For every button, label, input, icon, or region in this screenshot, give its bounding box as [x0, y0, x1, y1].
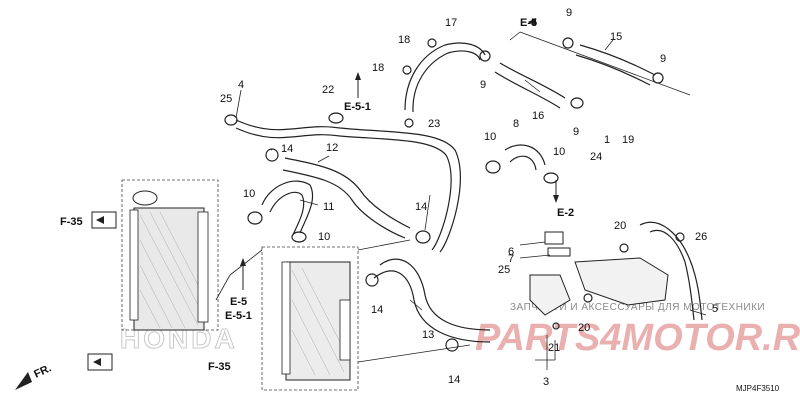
part-number[interactable]: 16 [532, 110, 544, 122]
part-number[interactable]: 10 [318, 231, 330, 243]
f35-low-box [87, 353, 113, 371]
part-number[interactable]: 21 [548, 342, 560, 354]
part-number[interactable]: 14 [415, 201, 427, 213]
part-number[interactable]: 20 [578, 322, 590, 334]
part-number[interactable]: 9 [573, 126, 579, 138]
ref-e51-low[interactable]: E-5-1 [225, 310, 252, 322]
part-number[interactable]: 17 [445, 17, 457, 29]
part-number[interactable]: 23 [428, 118, 440, 130]
ref-e5-low[interactable]: E-5 [230, 296, 247, 308]
reference-arrows [15, 18, 559, 390]
part-number[interactable]: 13 [422, 329, 434, 341]
part-number[interactable]: 22 [322, 84, 334, 96]
part-number[interactable]: 9 [660, 53, 666, 65]
part-number[interactable]: 10 [484, 131, 496, 143]
watermark-brand: PARTS4MOTOR.RU [475, 317, 800, 359]
part-number[interactable]: 3 [543, 376, 549, 388]
part-number[interactable]: 14 [371, 304, 383, 316]
part-number[interactable]: 10 [553, 146, 565, 158]
part-number[interactable]: 24 [590, 151, 602, 163]
part-number[interactable]: 6 [508, 246, 514, 258]
thermostat-housing [529, 231, 669, 316]
part-number[interactable]: 25 [498, 264, 510, 276]
hose-set [235, 42, 703, 343]
part-number[interactable]: 11 [323, 201, 334, 213]
lower-radiator [261, 246, 359, 391]
diagram-code: MJP4F3510 [736, 384, 780, 393]
front-direction-label: FR. [32, 362, 53, 380]
ref-f35-top[interactable]: F-35 [60, 216, 83, 228]
part-number[interactable]: 18 [398, 34, 410, 46]
ref-e2[interactable]: E-2 [557, 207, 574, 219]
part-number-labels: 1 3 4 5 6 7 8 9 9 9 9 10 10 10 10 11 12 … [220, 7, 718, 388]
part-number[interactable]: 7 [508, 253, 514, 265]
part-number[interactable]: 20 [614, 220, 626, 232]
part-number[interactable]: 12 [326, 142, 338, 154]
leader-lines [215, 31, 707, 370]
part-number[interactable]: 15 [610, 31, 622, 43]
ref-e51-mid[interactable]: E-5-1 [344, 101, 371, 113]
part-number[interactable]: 10 [243, 188, 255, 200]
part-number[interactable]: 1 [604, 134, 610, 146]
part-number[interactable]: 5 [712, 303, 718, 315]
part-number[interactable]: 9 [480, 79, 486, 91]
part-number[interactable]: 26 [695, 231, 707, 243]
watermark-subtitle: ЗАПЧАСТИ И АКСЕССУАРЫ ДЛЯ МОТОТЕХНИКИ [510, 302, 765, 313]
part-number[interactable]: 14 [281, 143, 293, 155]
part-number[interactable]: 19 [622, 134, 634, 146]
part-number[interactable]: 9 [566, 7, 572, 19]
part-number[interactable]: 18 [372, 62, 384, 74]
part-number[interactable]: 8 [513, 118, 519, 130]
part-number[interactable]: 25 [220, 93, 232, 105]
ref-e5-top[interactable]: E-5 [520, 17, 537, 29]
upper-radiator [121, 179, 219, 331]
clamps [224, 37, 685, 352]
ref-f35-low[interactable]: F-35 [208, 361, 231, 373]
part-number[interactable]: 4 [238, 79, 244, 91]
f35-top-box [91, 211, 117, 229]
part-number[interactable]: 14 [448, 374, 460, 386]
